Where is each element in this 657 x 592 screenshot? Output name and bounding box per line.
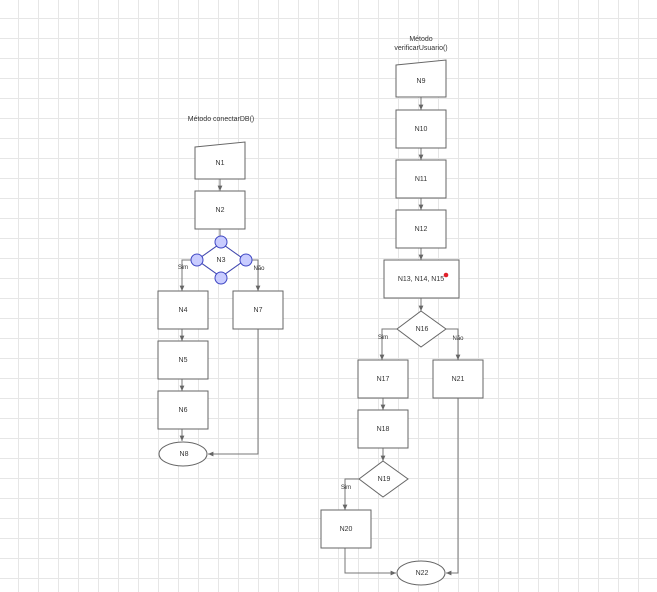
node-n7-label: N7 [254, 307, 263, 314]
node-n18-label: N18 [377, 426, 390, 433]
node-n11[interactable]: N11 [395, 159, 447, 199]
node-n1[interactable]: N1 [194, 141, 246, 180]
edge-n21-n22 [446, 398, 459, 576]
node-n5-label: N5 [179, 357, 188, 364]
node-n4[interactable]: N4 [157, 290, 209, 330]
n3-yes-label: Sim [178, 265, 188, 271]
node-n12-label: N12 [415, 226, 428, 233]
node-n10-label: N10 [415, 126, 428, 133]
node-n9-label: N9 [417, 78, 426, 85]
node-n20[interactable]: N20 [320, 509, 372, 549]
node-n22-label: N22 [416, 570, 429, 577]
node-n6-label: N6 [179, 407, 188, 414]
n19-yes-label: Sim [341, 485, 351, 491]
method-conectardb-title: Método conectarDB() [188, 116, 255, 123]
method-verificarusuario-title-line2: verificarUsuario() [394, 45, 447, 52]
resize-handle-top[interactable] [214, 235, 228, 249]
node-n9[interactable]: N9 [395, 59, 447, 98]
process-shape[interactable] [194, 190, 246, 230]
process-shape[interactable] [395, 109, 447, 149]
n16-no-label: Não [452, 336, 464, 342]
decision-shape[interactable] [396, 310, 447, 348]
node-n21-label: N21 [452, 376, 465, 383]
node-n19[interactable]: N19 [358, 460, 409, 498]
manual-input-shape[interactable] [194, 141, 246, 180]
method-verificarusuario-title-line1: Método [409, 36, 432, 43]
process-shape[interactable] [320, 509, 372, 549]
process-shape[interactable] [383, 259, 460, 299]
node-n13-n14-n15[interactable]: N13, N14, N15 [383, 259, 460, 299]
node-n3-selected[interactable]: N3 [190, 235, 253, 285]
terminator-shape[interactable] [158, 441, 208, 467]
process-shape[interactable] [157, 290, 209, 330]
node-n19-label: N19 [378, 476, 391, 483]
process-shape[interactable] [357, 409, 409, 449]
process-shape[interactable] [157, 390, 209, 430]
node-n4-label: N4 [179, 307, 188, 314]
node-n3-label: N3 [217, 257, 226, 264]
process-shape[interactable] [395, 159, 447, 199]
resize-handle-right[interactable] [239, 253, 253, 267]
node-n8[interactable]: N8 [158, 441, 208, 467]
node-n2-label: N2 [216, 207, 225, 214]
node-n17[interactable]: N17 [357, 359, 409, 399]
process-shape[interactable] [157, 340, 209, 380]
n16-yes-label: Sim [378, 335, 388, 341]
process-shape[interactable] [232, 290, 284, 330]
cursor-dot-icon [443, 272, 449, 278]
node-n20-label: N20 [340, 526, 353, 533]
node-n5[interactable]: N5 [157, 340, 209, 380]
edge-n16-n17 [379, 328, 397, 360]
edge-n19-n20 [342, 478, 359, 510]
node-n16[interactable]: N16 [396, 310, 447, 348]
decision-shape[interactable] [358, 460, 409, 498]
resize-handle-left[interactable] [190, 253, 204, 267]
node-n1-label: N1 [216, 160, 225, 167]
node-n17-label: N17 [377, 376, 390, 383]
manual-input-shape[interactable] [395, 59, 447, 98]
node-n22[interactable]: N22 [396, 560, 446, 586]
right-edges [342, 97, 461, 576]
edge-n20-n22 [344, 548, 396, 576]
process-shape[interactable] [432, 359, 484, 399]
node-n13-n15-label: N13, N14, N15 [398, 276, 444, 283]
node-n8-label: N8 [180, 451, 189, 458]
process-shape[interactable] [357, 359, 409, 399]
node-n12[interactable]: N12 [395, 209, 447, 249]
node-n6[interactable]: N6 [157, 390, 209, 430]
node-n2[interactable]: N2 [194, 190, 246, 230]
edge-n7-n8 [208, 329, 259, 457]
node-n11-label: N11 [415, 176, 427, 183]
edge-n16-n21 [446, 328, 461, 360]
node-n18[interactable]: N18 [357, 409, 409, 449]
terminator-shape[interactable] [396, 560, 446, 586]
node-n21[interactable]: N21 [432, 359, 484, 399]
n3-no-label: Não [253, 266, 265, 272]
node-n7[interactable]: N7 [232, 290, 284, 330]
node-n10[interactable]: N10 [395, 109, 447, 149]
process-shape[interactable] [395, 209, 447, 249]
resize-handle-bottom[interactable] [214, 271, 228, 285]
node-n16-label: N16 [416, 326, 429, 333]
